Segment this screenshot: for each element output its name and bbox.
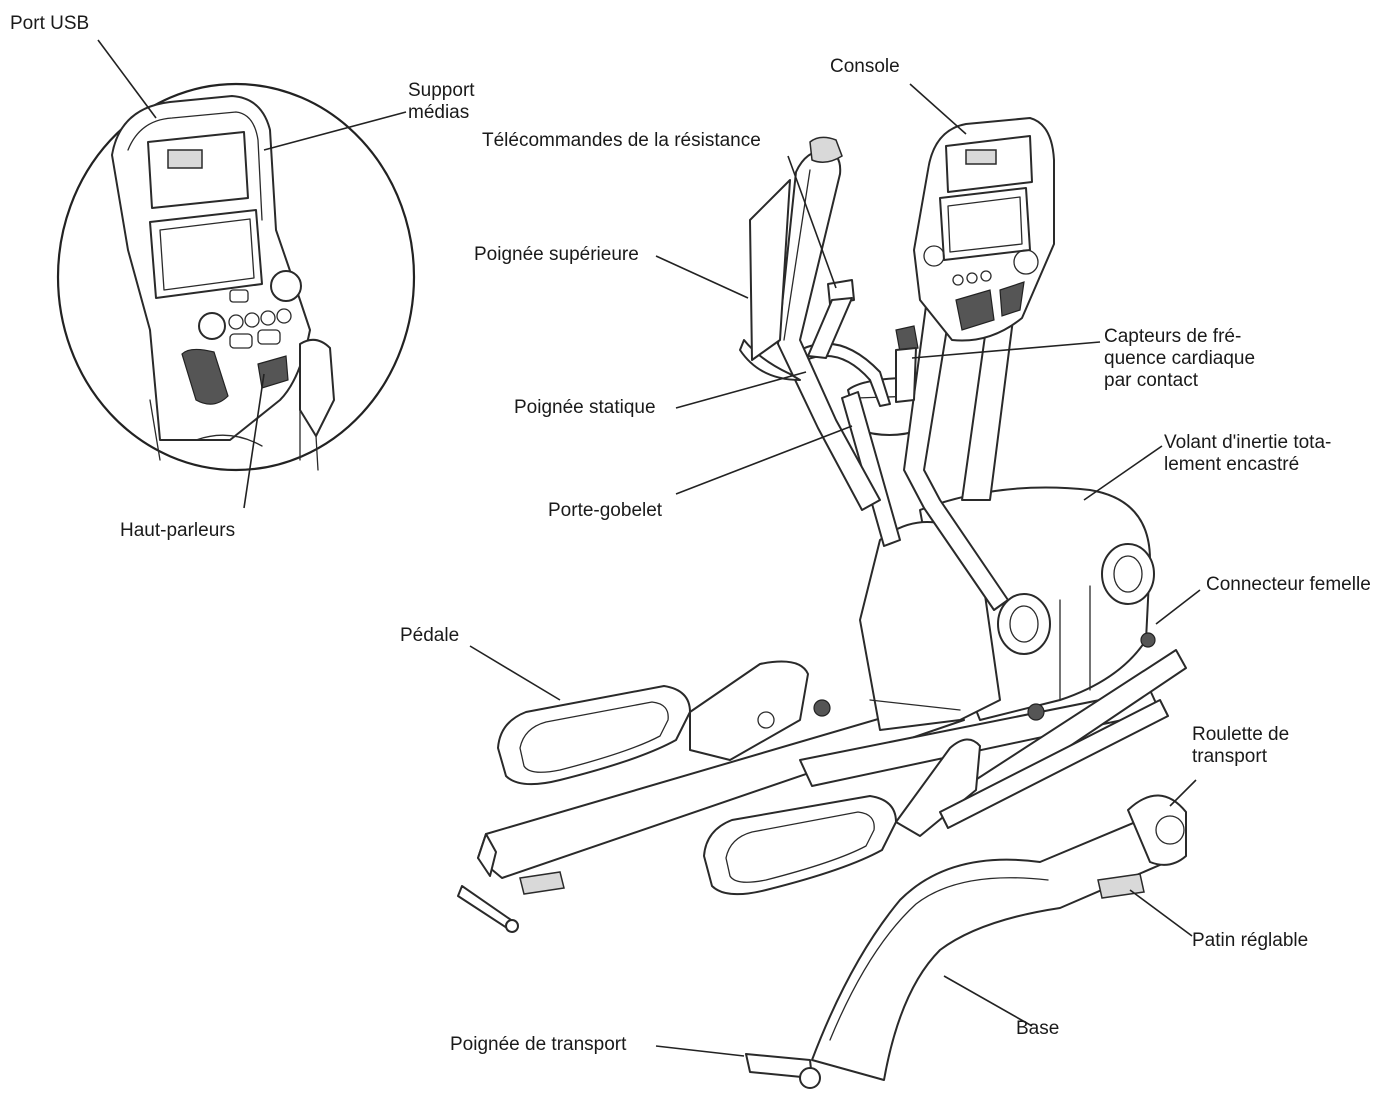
label-pedale: Pédale — [400, 625, 460, 646]
label-volant-inertie: Volant d'inertie tota- lement encastré — [1164, 432, 1332, 475]
console-detail-inset — [56, 82, 416, 472]
label-patin-reglable: Patin réglable — [1192, 930, 1309, 951]
label-haut-parleurs: Haut-parleurs — [120, 520, 236, 541]
label-connecteur-femelle: Connecteur femelle — [1206, 574, 1371, 595]
label-poignee-statique: Poignée statique — [514, 397, 656, 418]
label-porte-gobelet: Porte-gobelet — [548, 500, 663, 521]
label-console: Console — [830, 56, 900, 77]
label-base: Base — [1016, 1018, 1060, 1039]
label-poignee-transport: Poignée de transport — [450, 1034, 627, 1055]
elliptical-machine — [457, 117, 1187, 1089]
label-poignee-superieure: Poignée supérieure — [474, 244, 639, 265]
callout-leader-lines — [97, 39, 1201, 1057]
label-telecommandes-resistance: Télécommandes de la résistance — [482, 130, 761, 151]
label-capteurs-frequence-cardiaque: Capteurs de fré- quence cardiaque par co… — [1104, 326, 1256, 391]
label-roulette-transport: Roulette de transport — [1192, 724, 1290, 767]
label-port-usb: Port USB — [10, 13, 90, 34]
label-support-medias: Support médias — [408, 80, 475, 123]
